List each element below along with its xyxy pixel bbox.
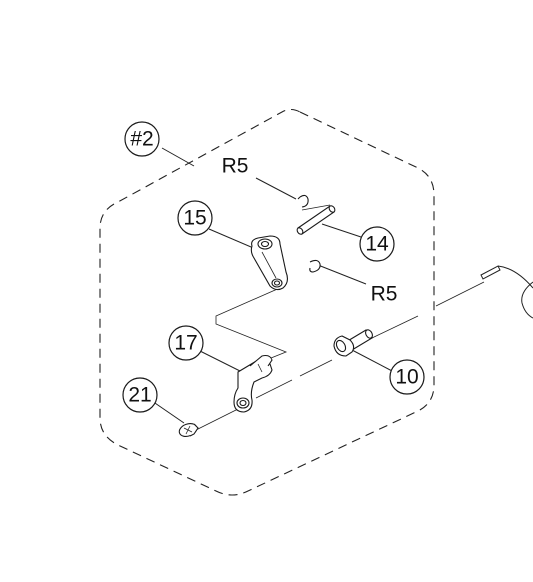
callout-part-10: 10	[389, 359, 425, 395]
callout-part-14: 14	[359, 226, 395, 262]
leader-lines	[151, 147, 395, 424]
shoulder-screw-part-10	[333, 329, 373, 357]
callout-part-10-label: 10	[395, 366, 418, 389]
retaining-ring-mid-icon	[309, 259, 321, 273]
callout-part-14-label: 14	[365, 233, 389, 256]
callout-part-21: 21	[122, 377, 158, 413]
callout-part-15-label: 15	[183, 207, 206, 230]
flat-head-screw-part-21	[178, 423, 199, 437]
callout-group-number: #2	[124, 121, 160, 157]
callout-part-15: 15	[177, 200, 213, 236]
assembly-axis-lines	[195, 204, 485, 431]
shaft-pin-part-14	[296, 205, 336, 235]
callout-part-17-label: 17	[174, 332, 197, 355]
group-boundary	[99, 108, 435, 496]
external-connector	[480, 265, 533, 319]
callout-r5-mid: R5	[371, 283, 398, 306]
callout-part-21-label: 21	[128, 384, 151, 407]
callout-r5-top: R5	[222, 155, 249, 178]
link-arm-part-15	[250, 235, 289, 291]
cam-lever-part-17	[233, 354, 273, 413]
retaining-ring-top-icon	[297, 194, 309, 208]
callout-group-label: #2	[130, 128, 153, 151]
callout-part-17: 17	[168, 325, 204, 361]
